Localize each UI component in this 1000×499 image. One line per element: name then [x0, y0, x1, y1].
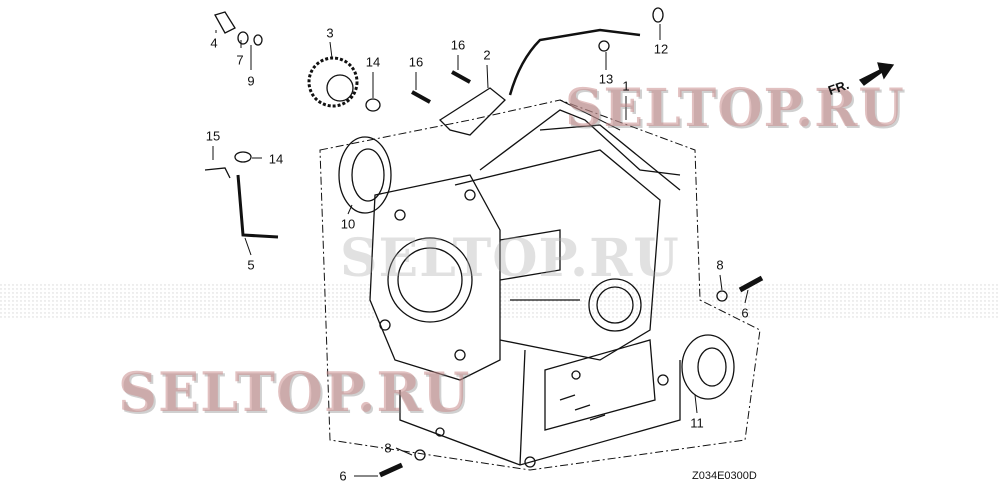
o-ring — [652, 7, 664, 23]
part-label-4: 4 — [210, 35, 218, 51]
assembly-outline — [319, 99, 761, 471]
washer — [414, 449, 426, 461]
part-label-8: 8 — [716, 257, 724, 273]
leader-lines — [212, 24, 749, 477]
part-label-15: 15 — [205, 128, 221, 144]
breather-tube — [508, 28, 641, 96]
washer — [365, 98, 381, 112]
grommet — [598, 40, 610, 52]
part-label-6: 6 — [339, 468, 347, 484]
part-label-5: 5 — [247, 257, 255, 273]
part-label-13: 13 — [598, 71, 614, 87]
clip — [204, 167, 231, 179]
part-label-3: 3 — [326, 25, 334, 41]
part-label-1: 1 — [622, 78, 630, 94]
bearing — [338, 136, 392, 214]
part-label-16: 16 — [408, 54, 424, 70]
part-label-16: 16 — [450, 37, 466, 53]
governor-gear — [307, 56, 359, 108]
part-label-10: 10 — [340, 216, 356, 232]
governor-arm-shaft — [236, 174, 279, 239]
diagram-code: Z034E0300D — [692, 470, 757, 482]
crankcase — [369, 109, 681, 468]
part-label-14: 14 — [268, 151, 284, 167]
bolt — [738, 275, 764, 293]
part-label-14: 14 — [365, 54, 381, 70]
part-label-12: 12 — [653, 41, 669, 57]
plug — [214, 11, 236, 34]
washer — [716, 290, 728, 302]
washer — [237, 31, 249, 45]
part-label-7: 7 — [236, 52, 244, 68]
watermark: SELTOP.RU — [118, 360, 471, 424]
part-label-8: 8 — [384, 440, 392, 456]
watermark: SELTOP.RU — [340, 228, 680, 289]
part-label-2: 2 — [483, 47, 491, 63]
oil-seal — [681, 334, 735, 400]
part-label-9: 9 — [247, 73, 255, 89]
washer — [234, 151, 252, 163]
part-label-11: 11 — [690, 415, 704, 431]
bolt — [411, 90, 431, 104]
bolt — [378, 462, 404, 478]
breather-cover — [438, 87, 506, 136]
part-label-6: 6 — [741, 305, 749, 321]
front-arrow-icon — [858, 62, 895, 86]
bolt — [451, 70, 471, 84]
washer — [253, 34, 263, 46]
watermark: SELTOP.RU — [565, 78, 905, 139]
